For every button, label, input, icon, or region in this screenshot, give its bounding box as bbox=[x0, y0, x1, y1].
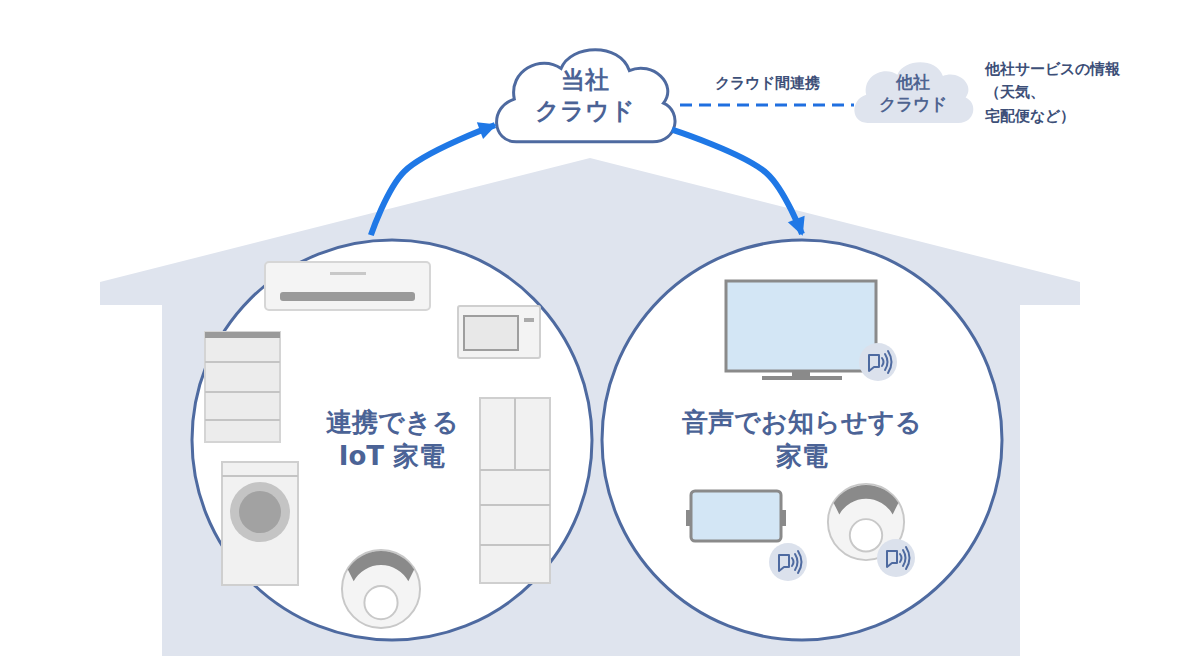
link-label: クラウド間連携 bbox=[713, 74, 822, 93]
air-conditioner bbox=[265, 262, 430, 310]
dresser bbox=[205, 332, 280, 442]
washing-machine bbox=[222, 462, 298, 585]
group-title: 音声でお知らせする 家電 bbox=[677, 406, 927, 474]
cloud-shape bbox=[497, 50, 675, 142]
cloud-node: 他社 クラウド bbox=[848, 56, 978, 130]
tablet bbox=[686, 491, 786, 541]
flow-arrow bbox=[371, 125, 495, 235]
microwave bbox=[458, 306, 540, 358]
circle-shape bbox=[602, 240, 1002, 640]
house-shape bbox=[100, 158, 1080, 656]
cloud-label: 他社 クラウド bbox=[879, 71, 947, 115]
refrigerator bbox=[480, 398, 550, 583]
cloud-shape bbox=[854, 63, 973, 124]
info-note: 他社サービスの情報 （天気、宅配便など） bbox=[985, 58, 1120, 128]
node-text-group: 連携できる IoT 家電 bbox=[317, 406, 467, 474]
television bbox=[726, 281, 876, 380]
cloud-node: 当社 クラウド bbox=[487, 40, 682, 152]
cloud-outline bbox=[487, 40, 682, 152]
circle-shape bbox=[192, 240, 592, 640]
dashed-link bbox=[680, 103, 854, 106]
node-text-group: 他社 クラウド bbox=[879, 71, 947, 115]
cloud-outline bbox=[848, 56, 978, 130]
node-text-group: 音声でお知らせする 家電 bbox=[677, 406, 927, 474]
cloud-label: 当社 クラウド bbox=[535, 65, 635, 127]
speaker-badge bbox=[877, 539, 915, 577]
robot-vacuum bbox=[342, 550, 420, 628]
node-text-group: 当社 クラウド bbox=[535, 65, 635, 127]
group-title: 連携できる IoT 家電 bbox=[317, 406, 467, 474]
speaker-badge bbox=[769, 543, 807, 581]
speaker-badge bbox=[859, 343, 897, 381]
flow-arrow bbox=[672, 130, 802, 234]
